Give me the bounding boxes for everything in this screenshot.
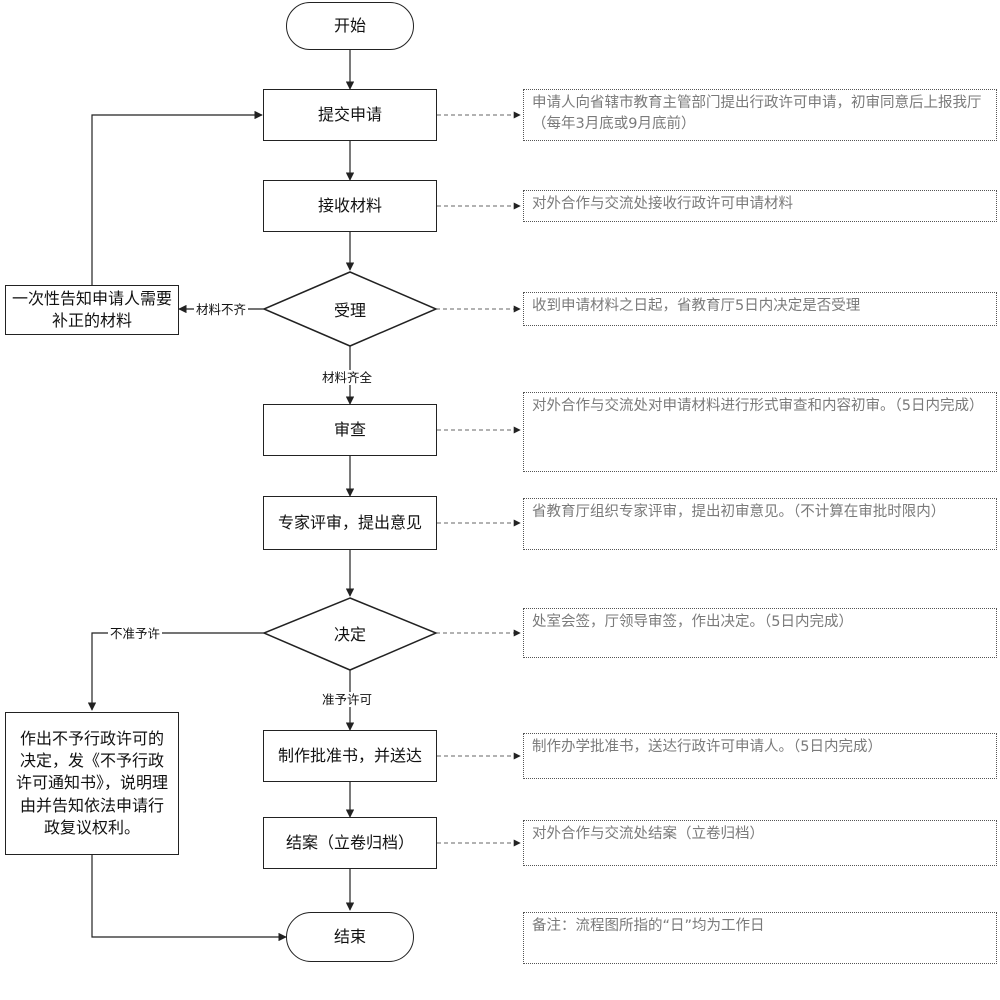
edge-label-complete: 材料齐全	[320, 370, 375, 385]
decide-diamond	[262, 597, 438, 671]
decide-label: 决定	[333, 625, 366, 644]
expert-node: 专家评审，提出意见	[263, 496, 437, 550]
accept-label: 受理	[333, 301, 366, 320]
end-node: 结束	[286, 912, 414, 962]
issue-label: 制作批准书，并送达	[277, 745, 422, 765]
submit-node: 提交申请	[263, 89, 437, 141]
note-receive: 对外合作与交流处接收行政许可申请材料	[523, 190, 997, 222]
end-label: 结束	[333, 926, 366, 946]
reject-label: 作出不予行政许可的决定，发《不予行政许可通知书》，说明理由并告知依法申请行政复议…	[16, 728, 169, 838]
reject-node: 作出不予行政许可的决定，发《不予行政许可通知书》，说明理由并告知依法申请行政复议…	[5, 712, 179, 855]
receive-node: 接收材料	[263, 180, 437, 232]
edge-label-approved: 准予许可	[320, 692, 375, 707]
arrow-decide-to-reject	[87, 632, 264, 711]
supplement-node: 一次性告知申请人需要补正的材料	[5, 285, 179, 335]
review-label: 审查	[333, 419, 366, 439]
note-decide: 处室会签，厅领导审签，作出决定。（5日内完成）	[523, 608, 997, 658]
review-node: 审查	[263, 404, 437, 456]
accept-diamond	[262, 271, 438, 347]
note-review: 对外合作与交流处对申请材料进行形式审查和内容初审。（5日内完成）	[523, 392, 997, 472]
receive-label: 接收材料	[317, 195, 382, 215]
arrow-supplement-to-submit	[91, 110, 263, 285]
expert-label: 专家评审，提出意见	[277, 512, 422, 532]
archive-node: 结案（立卷归档）	[263, 817, 437, 869]
note-submit: 申请人向省辖市教育主管部门提出行政许可申请，初审同意后上报我厅（每年3月底或9月…	[523, 89, 997, 141]
start-label: 开始	[333, 15, 366, 35]
issue-node: 制作批准书，并送达	[263, 730, 437, 782]
archive-label: 结案（立卷归档）	[285, 832, 414, 852]
supplement-label: 一次性告知申请人需要补正的材料	[12, 288, 173, 330]
submit-label: 提交申请	[317, 104, 382, 124]
note-remark: 备注：流程图所指的“日”均为工作日	[523, 912, 997, 964]
edge-label-incomplete: 材料不齐	[194, 302, 249, 317]
note-expert: 省教育厅组织专家评审，提出初审意见。（不计算在审批时限内）	[523, 498, 997, 550]
edge-label-not-approved: 不准予许	[108, 626, 163, 641]
start-node: 开始	[286, 2, 414, 50]
note-issue: 制作办学批准书，送达行政许可申请人。（5日内完成）	[523, 733, 997, 779]
note-accept: 收到申请材料之日起，省教育厅5日内决定是否受理	[523, 292, 997, 326]
arrow-reject-to-end	[91, 855, 287, 942]
note-archive: 对外合作与交流处结案（立卷归档）	[523, 820, 997, 866]
